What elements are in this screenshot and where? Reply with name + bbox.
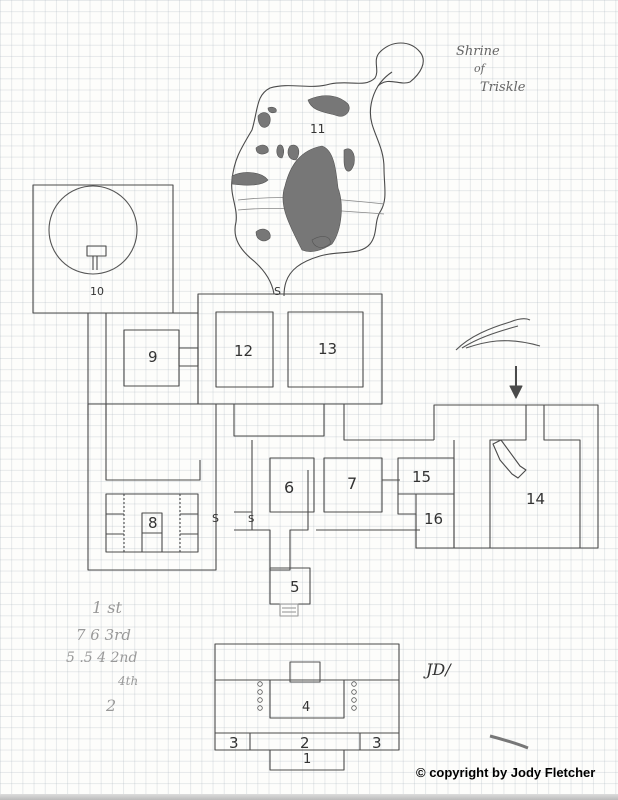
room-label-3-east: 3 <box>372 734 382 752</box>
secret-door-marker: S <box>212 512 219 525</box>
hill-sketch <box>455 318 541 351</box>
temple-rooms-1-4 <box>214 643 400 771</box>
room-label-13: 13 <box>318 340 338 358</box>
room-label-15: 15 <box>412 468 432 486</box>
note-line1: 1 st <box>92 598 122 617</box>
map-title-line1: Shrine <box>456 44 500 59</box>
copyright-notice: © copyright by Jody Fletcher <box>416 765 596 780</box>
note-line5: 2 <box>106 696 117 715</box>
map-title-line3: Triskle <box>480 80 526 95</box>
pencil-smudge <box>489 734 529 750</box>
room-label-16: 16 <box>424 510 444 528</box>
cavern-11 <box>231 42 424 297</box>
room-label-14: 14 <box>526 490 546 508</box>
room-label-12: 12 <box>234 342 254 360</box>
page-bottom-edge <box>0 794 618 800</box>
rooms-14-15-16 <box>397 404 599 549</box>
room-label-3-west: 3 <box>229 734 239 752</box>
room-8-internals <box>106 494 198 552</box>
secret-door-marker: S <box>274 285 281 298</box>
room-label-5: 5 <box>290 578 300 596</box>
secret-door-marker: S <box>248 514 255 525</box>
room-label-10: 10 <box>90 285 104 298</box>
room-label-2: 2 <box>300 734 310 752</box>
room-label-4: 4 <box>302 700 311 715</box>
rooms-12-13-block <box>197 293 383 405</box>
central-corridors <box>87 404 434 571</box>
map-title-line2: of <box>474 62 485 75</box>
room-10 <box>32 184 174 314</box>
note-line2: 7 6 3rd <box>76 626 131 644</box>
room-label-9: 9 <box>148 348 158 366</box>
room-label-11: 11 <box>310 122 326 136</box>
room-label-1: 1 <box>303 752 312 767</box>
room-5 <box>269 567 311 617</box>
room-label-6: 6 <box>284 478 295 497</box>
entrance-arrow <box>509 366 523 399</box>
note-line3: 5 .5 4 2nd <box>66 650 138 666</box>
room-label-8: 8 <box>148 514 158 532</box>
room-label-7: 7 <box>347 474 358 493</box>
note-line4: 4th <box>118 674 139 688</box>
artist-signature: JD/ <box>426 660 451 679</box>
